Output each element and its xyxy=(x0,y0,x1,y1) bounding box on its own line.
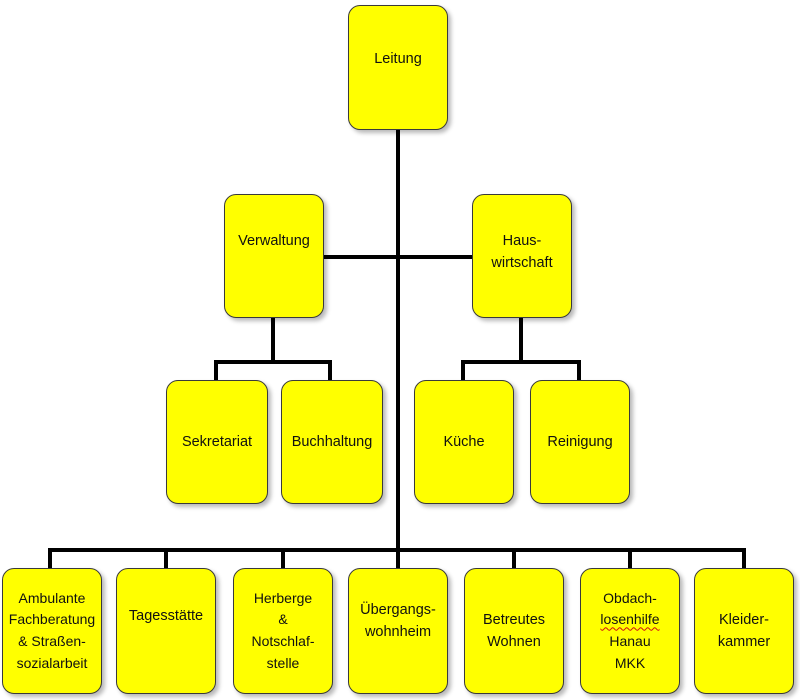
node-verwaltung-label: Verwaltung xyxy=(238,233,310,249)
node-ambulante-fachberatung-label: Ambulante Fachberatung & Straßen- sozial… xyxy=(8,589,96,671)
node-leitung-label: Leitung xyxy=(374,51,422,67)
node-buchhaltung: Buchhaltung xyxy=(281,380,383,504)
node-leitung: Leitung xyxy=(348,5,448,130)
node-herberge-notschlafstelle: Herberge & Notschlaf- stelle xyxy=(233,568,333,694)
connector-verwaltung-children xyxy=(214,316,332,382)
node-betreutes-wohnen-label: Betreutes Wohnen xyxy=(482,611,546,650)
node-reinigung: Reinigung xyxy=(530,380,630,504)
node-hauswirtschaft: Haus- wirtschaft xyxy=(472,194,572,318)
node-kleiderkammer-label: Kleider- kammer xyxy=(717,611,771,650)
node-verwaltung: Verwaltung xyxy=(224,194,324,318)
connector-hauswirtschaft-children xyxy=(461,316,581,382)
node-tagesstaette-label: Tagesstätte xyxy=(128,608,204,624)
node-kleiderkammer: Kleider- kammer xyxy=(694,568,794,694)
node-sekretariat: Sekretariat xyxy=(166,380,268,504)
node-reinigung-label: Reinigung xyxy=(547,433,613,450)
node-hauswirtschaft-label: Haus- wirtschaft xyxy=(491,233,553,272)
node-sekretariat-label: Sekretariat xyxy=(181,433,253,450)
node-betreutes-wohnen: Betreutes Wohnen xyxy=(464,568,564,694)
node-kueche-label: Küche xyxy=(443,433,485,450)
node-ambulante-fachberatung: Ambulante Fachberatung & Straßen- sozial… xyxy=(2,568,102,694)
node-uebergangswohnheim: Übergangs- wohnheim xyxy=(348,568,448,694)
node-kueche: Küche xyxy=(414,380,514,504)
connector-services-bus xyxy=(48,548,746,570)
node-tagesstaette: Tagesstätte xyxy=(116,568,216,694)
node-herberge-notschlafstelle-label: Herberge & Notschlaf- stelle xyxy=(251,589,315,671)
node-uebergangswohnheim-label: Übergangs- wohnheim xyxy=(360,602,436,641)
node-buchhaltung-label: Buchhaltung xyxy=(291,433,373,450)
